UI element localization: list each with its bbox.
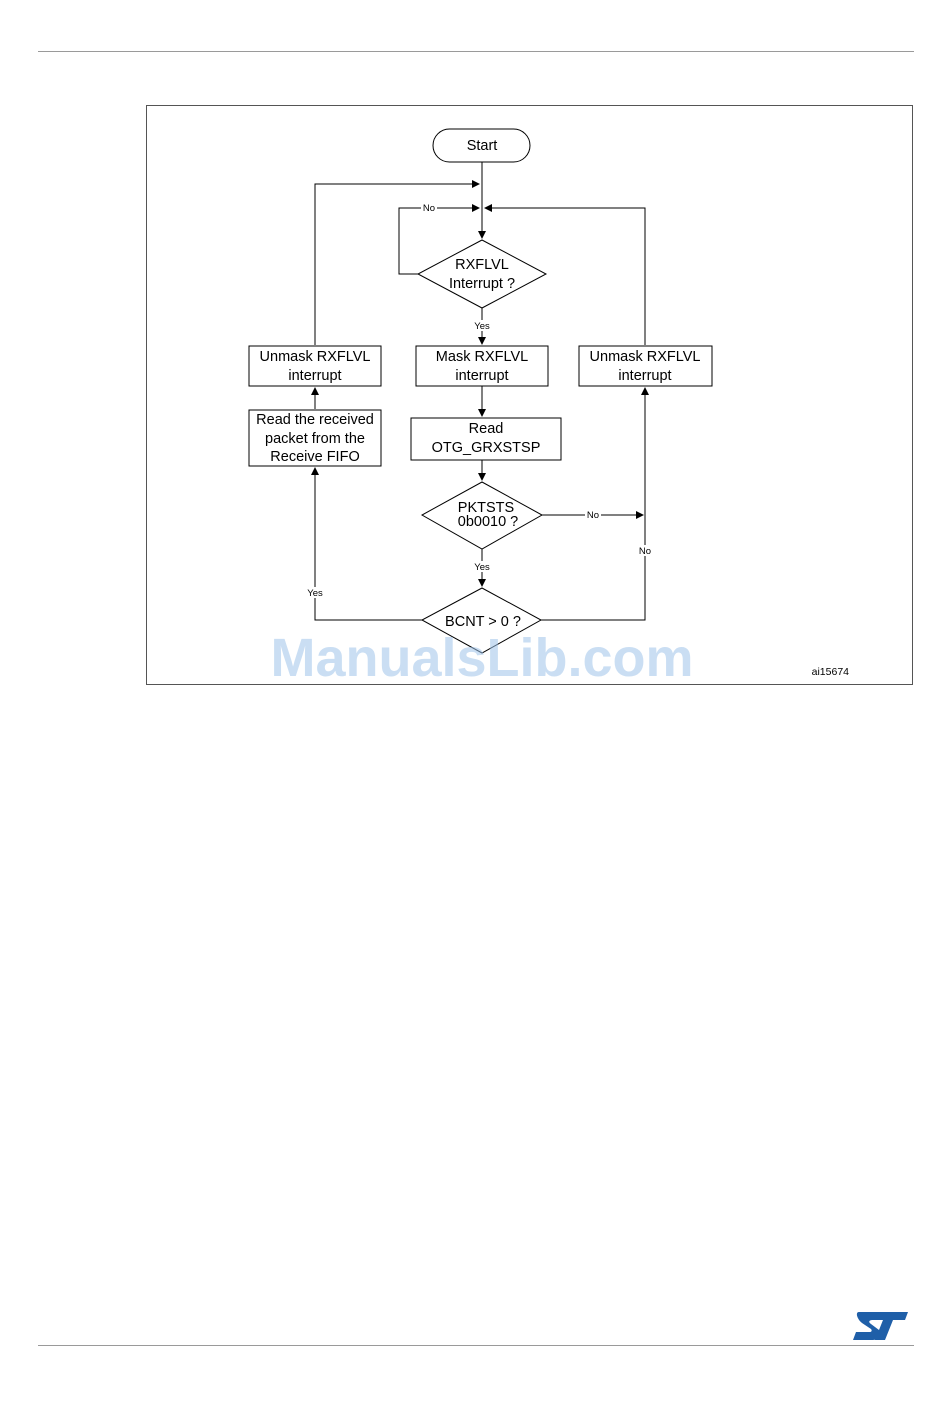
start-terminal: Start: [433, 129, 530, 162]
label-yes-rxflvl: Yes: [474, 321, 490, 332]
read-packet-line1: Read the received: [256, 412, 374, 428]
read-grxstsp-box: Read OTG_GRXSTSP: [411, 418, 561, 460]
edge-bcnt-yes: [315, 468, 422, 620]
mask-rxflvl-line2: interrupt: [455, 368, 508, 384]
connectors: [315, 162, 645, 620]
unmask-right-line1: Unmask RXFLVL: [590, 349, 701, 365]
pktsts-decision: PKTSTS 0b0010 ?: [422, 482, 542, 549]
unmask-left-line1: Unmask RXFLVL: [260, 349, 371, 365]
rxflvl-decision-line2: Interrupt ?: [449, 276, 515, 292]
unmask-right-box: Unmask RXFLVL interrupt: [579, 346, 712, 386]
label-yes-pktsts: Yes: [474, 562, 490, 573]
watermark: ManualsLib.com: [270, 628, 693, 688]
figure-id: ai15674: [812, 666, 850, 678]
mask-rxflvl-line1: Mask RXFLVL: [436, 349, 528, 365]
label-no-bcnt: No: [639, 546, 651, 557]
st-logo: [853, 1312, 908, 1340]
read-packet-box: Read the received packet from the Receiv…: [249, 410, 381, 466]
unmask-left-line2: interrupt: [288, 368, 341, 384]
footer-rule: [38, 1345, 914, 1346]
unmask-left-box: Unmask RXFLVL interrupt: [249, 346, 381, 386]
label-yes-bcnt: Yes: [307, 588, 323, 599]
rxflvl-decision-line1: RXFLVL: [455, 257, 509, 273]
read-packet-line2: packet from the: [265, 431, 365, 447]
label-no-rxflvl: No: [423, 203, 435, 214]
read-packet-line3: Receive FIFO: [270, 449, 359, 465]
read-grxstsp-line2: OTG_GRXSTSP: [432, 440, 541, 456]
read-grxstsp-line1: Read: [469, 421, 504, 437]
start-label: Start: [467, 138, 498, 154]
pktsts-decision-line2: 0b0010 ?: [458, 514, 518, 530]
mask-rxflvl-box: Mask RXFLVL interrupt: [416, 346, 548, 386]
rxflvl-decision: RXFLVL Interrupt ?: [418, 240, 546, 308]
label-no-pktsts: No: [587, 510, 599, 521]
unmask-right-line2: interrupt: [618, 368, 671, 384]
